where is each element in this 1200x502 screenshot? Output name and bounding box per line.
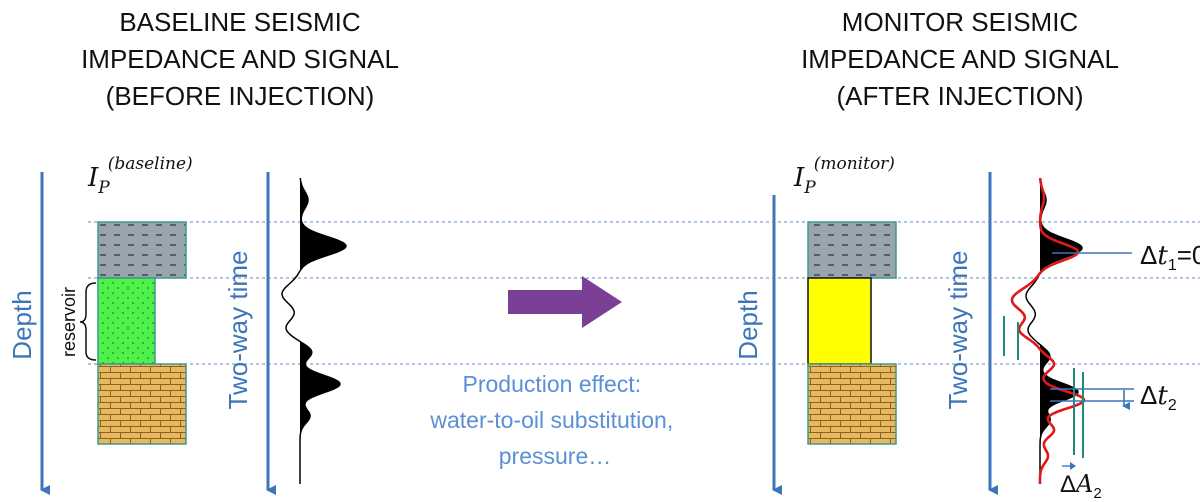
dt1-label: Δt1=0 <box>1140 240 1200 274</box>
baseline-depth-label: Depth <box>7 290 37 359</box>
monitor-reservoir-layer <box>807 277 872 365</box>
monitor-trace-wiggle-line <box>1025 177 1083 484</box>
baseline-seismic-trace <box>281 177 347 484</box>
baseline-title: BASELINE SEISMIC IMPEDANCE AND SIGNAL (B… <box>60 4 420 115</box>
monitor-red-trace <box>1010 177 1086 484</box>
baseline-trace-wiggle-line <box>281 177 347 484</box>
baseline-title-line-2: IMPEDANCE AND SIGNAL <box>81 44 399 74</box>
dt2-label: Δt2 <box>1140 380 1177 414</box>
baseline-shale-layer <box>97 221 187 279</box>
production-effect-line-2: water-to-oil substitution, <box>429 407 673 433</box>
da2-label: ΔA2 <box>1060 470 1102 502</box>
reservoir-brace <box>79 282 97 361</box>
reservoir-label: reservoir <box>59 287 79 357</box>
baseline-trace-positive-fill <box>300 178 346 484</box>
monitor-title-line-3: (AFTER INJECTION) <box>836 81 1084 111</box>
baseline-reservoir-layer <box>97 277 156 365</box>
monitor-title-line-1: MONITOR SEISMIC <box>841 7 1079 37</box>
baseline-carbonate-layer <box>97 363 187 445</box>
baseline-title-line-3: (BEFORE INJECTION) <box>105 81 375 111</box>
monitor-shale-layer <box>807 221 897 279</box>
monitor-depth-label: Depth <box>733 290 763 359</box>
production-effect-line-1: Production effect: <box>463 371 642 397</box>
da2-arrowhead <box>1070 462 1076 470</box>
monitor-carbonate-layer <box>807 363 897 445</box>
baseline-title-line-1: BASELINE SEISMIC <box>119 7 361 37</box>
monitor-title-line-2: IMPEDANCE AND SIGNAL <box>801 44 1119 74</box>
production-effect-text: Production effect: water-to-oil substitu… <box>429 371 679 469</box>
monitor-time-label: Two-way time <box>943 251 973 410</box>
baseline-time-label: Two-way time <box>223 251 253 410</box>
monitor-title: MONITOR SEISMIC IMPEDANCE AND SIGNAL (AF… <box>760 4 1160 115</box>
monitor-seismic-trace <box>1025 177 1083 484</box>
production-arrow <box>508 276 622 328</box>
production-effect-line-3: pressure… <box>499 443 611 469</box>
baseline-impedance-symbol: IP(baseline) <box>87 154 193 198</box>
monitor-impedance-symbol: IP(monitor) <box>793 154 895 198</box>
